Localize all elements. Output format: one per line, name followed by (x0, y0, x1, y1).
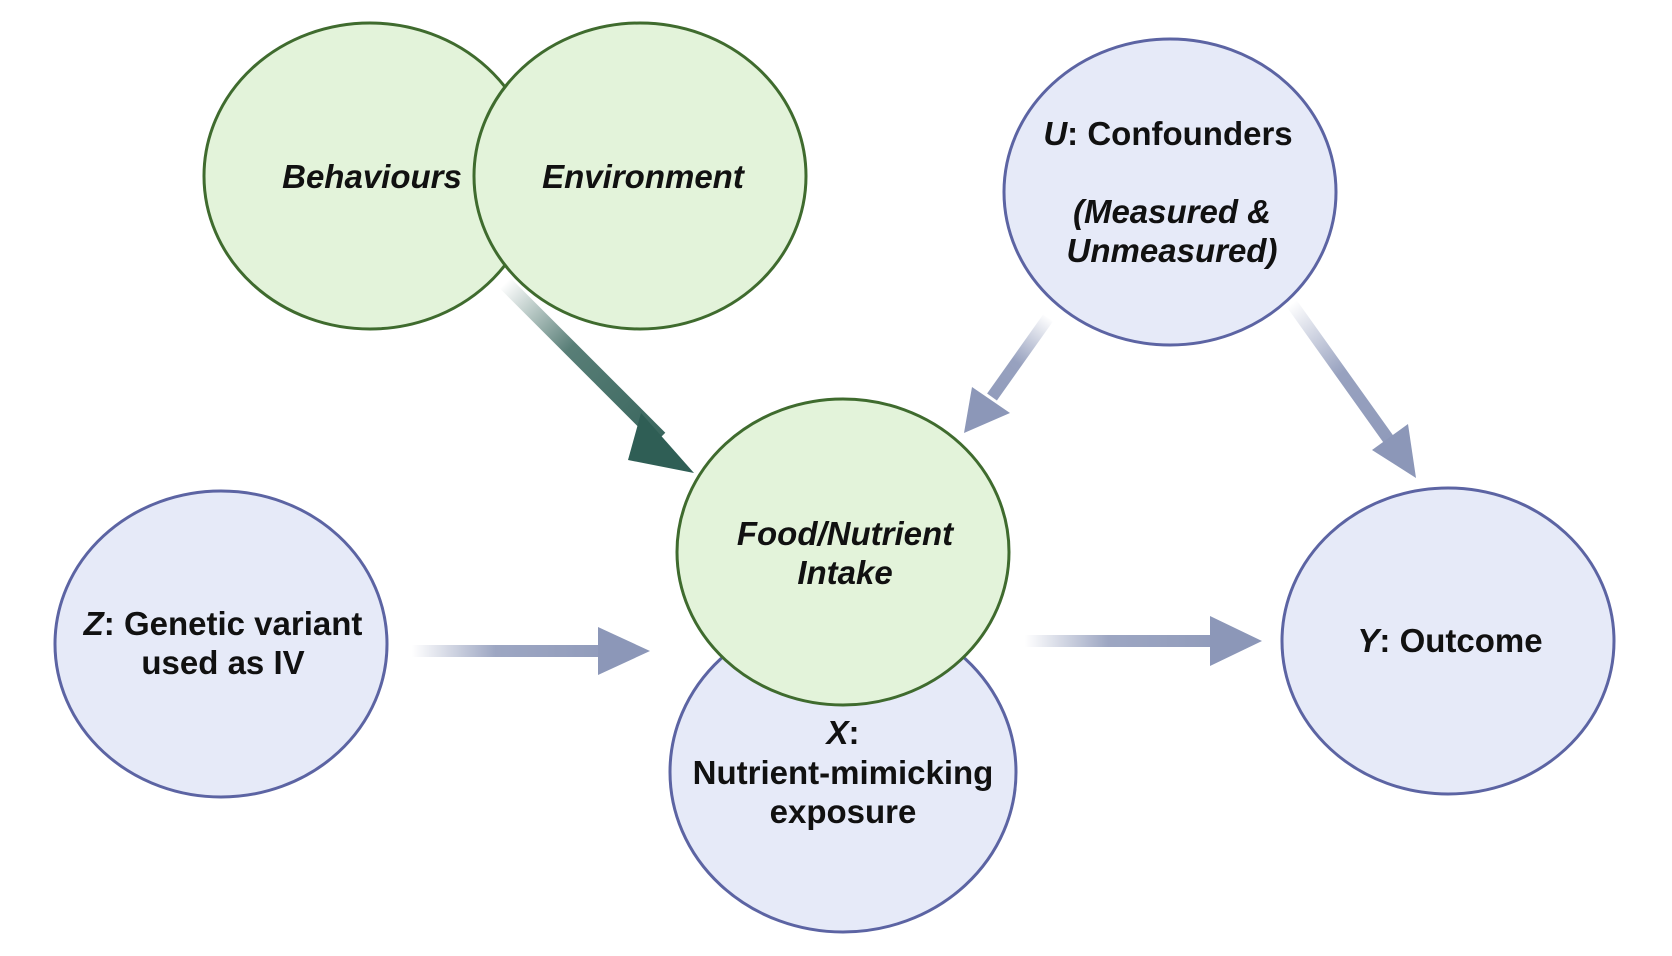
exposure-var-label: X: (824, 714, 859, 751)
node-behaviours: Behaviours (202, 21, 538, 331)
arrow-confounders-to-food (964, 314, 1053, 433)
exposure-label-line2: Nutrient-mimicking (693, 754, 994, 791)
node-outcome: Y: Outcome (1280, 486, 1616, 796)
arrow-exposure-to-outcome (1025, 616, 1262, 666)
behaviours-label: Behaviours (282, 158, 462, 195)
genetic-label-line2: used as IV (141, 644, 304, 681)
outcome-label: Y: Outcome (1357, 622, 1542, 659)
node-environment: Environment (472, 21, 808, 331)
exposure-label-line3: exposure (770, 793, 917, 830)
node-food-intake: Food/Nutrient Intake (675, 397, 1011, 707)
confounders-sub-line1: (Measured & (1073, 193, 1271, 230)
confounders-sub-line2: Unmeasured) (1067, 232, 1278, 269)
node-confounders: U: Confounders (Measured & Unmeasured) (1002, 37, 1338, 347)
genetic-label-line1: Z: Genetic variant (83, 605, 363, 642)
confounders-label: U: Confounders (1043, 115, 1292, 152)
node-exposure: X: Nutrient-mimicking exposure (668, 610, 1018, 934)
food-label-line2: Intake (797, 554, 892, 591)
node-genetic-variant: Z: Genetic variant used as IV (53, 489, 389, 799)
arrow-confounders-to-outcome (1287, 300, 1416, 478)
environment-label: Environment (542, 158, 746, 195)
arrow-environment-to-food (499, 277, 694, 473)
food-label-line1: Food/Nutrient (737, 515, 955, 552)
arrow-genetic-to-exposure (412, 627, 650, 675)
